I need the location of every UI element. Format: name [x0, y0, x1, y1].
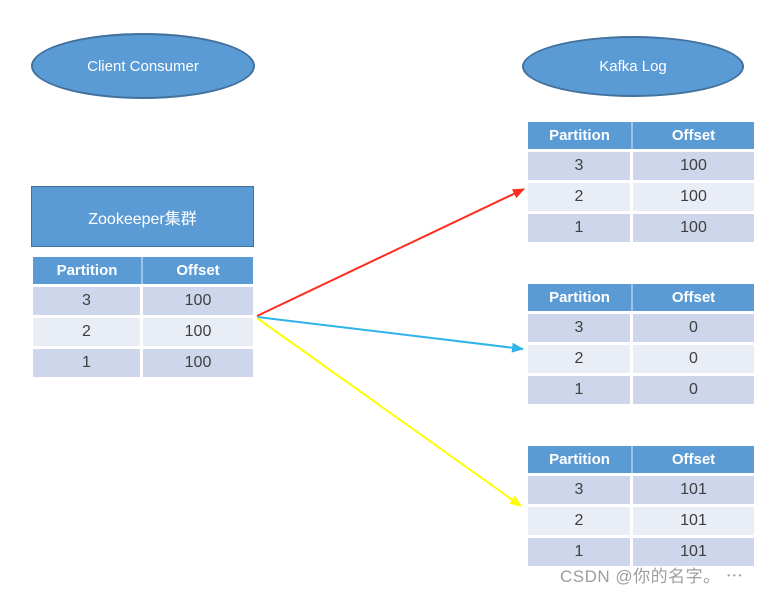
partition-cell: 1 [528, 373, 633, 404]
table-header-row: Partition Offset [528, 446, 754, 473]
table-header-row: Partition Offset [528, 284, 754, 311]
partition-cell: 1 [528, 535, 633, 566]
partition-cell: 1 [528, 211, 633, 242]
client-consumer-label: Client Consumer [87, 57, 199, 75]
table-row: 1 100 [33, 346, 253, 377]
partition-cell: 1 [33, 346, 143, 377]
offset-cell: 0 [633, 311, 754, 342]
offset-header: Offset [633, 446, 754, 473]
partition-cell: 2 [528, 342, 633, 373]
table-header-row: Partition Offset [33, 257, 253, 284]
offset-cell: 101 [633, 473, 754, 504]
kafka-log-node: Kafka Log [522, 36, 744, 97]
offset-cell: 0 [633, 373, 754, 404]
partition-cell: 2 [528, 504, 633, 535]
offset-cell: 0 [633, 342, 754, 373]
kafka-log-table-1: Partition Offset 3 100 2 100 1 100 [528, 122, 754, 242]
partition-cell: 3 [33, 284, 143, 315]
offset-cell: 101 [633, 504, 754, 535]
offset-cell: 100 [143, 346, 253, 377]
zookeeper-cluster-label: Zookeeper集群 [88, 210, 197, 228]
partition-header: Partition [528, 446, 633, 473]
partition-cell: 3 [528, 473, 633, 504]
arrow-red [256, 188, 525, 317]
offset-cell: 100 [143, 284, 253, 315]
table-row: 3 0 [528, 311, 754, 342]
zookeeper-cluster-node: Zookeeper集群 [31, 186, 254, 247]
partition-header: Partition [528, 284, 633, 311]
csdn-watermark: CSDN @你的名字。 ⋯ [560, 567, 744, 586]
client-consumer-node: Client Consumer [31, 33, 255, 99]
partition-header: Partition [528, 122, 633, 149]
table-row: 1 101 [528, 535, 754, 566]
offset-cell: 100 [633, 180, 754, 211]
zookeeper-offset-table: Partition Offset 3 100 2 100 1 100 [33, 257, 253, 377]
offset-cell: 100 [633, 149, 754, 180]
kafka-log-table-3: Partition Offset 3 101 2 101 1 101 [528, 446, 754, 566]
arrow-yellow [256, 317, 522, 507]
table-row: 3 101 [528, 473, 754, 504]
offset-cell: 100 [633, 211, 754, 242]
table-row: 2 101 [528, 504, 754, 535]
kafka-log-label: Kafka Log [599, 58, 667, 75]
table-row: 2 100 [33, 315, 253, 346]
table-header-row: Partition Offset [528, 122, 754, 149]
table-row: 2 100 [528, 180, 754, 211]
table-row: 3 100 [33, 284, 253, 315]
partition-cell: 3 [528, 149, 633, 180]
offset-header: Offset [633, 122, 754, 149]
arrow-cyan [256, 316, 524, 353]
partition-header: Partition [33, 257, 143, 284]
partition-cell: 3 [528, 311, 633, 342]
table-row: 1 0 [528, 373, 754, 404]
table-row: 1 100 [528, 211, 754, 242]
table-row: 3 100 [528, 149, 754, 180]
kafka-log-table-2: Partition Offset 3 0 2 0 1 0 [528, 284, 754, 404]
partition-cell: 2 [33, 315, 143, 346]
offset-cell: 100 [143, 315, 253, 346]
offset-header: Offset [633, 284, 754, 311]
offset-cell: 101 [633, 535, 754, 566]
partition-cell: 2 [528, 180, 633, 211]
table-row: 2 0 [528, 342, 754, 373]
offset-header: Offset [143, 257, 253, 284]
